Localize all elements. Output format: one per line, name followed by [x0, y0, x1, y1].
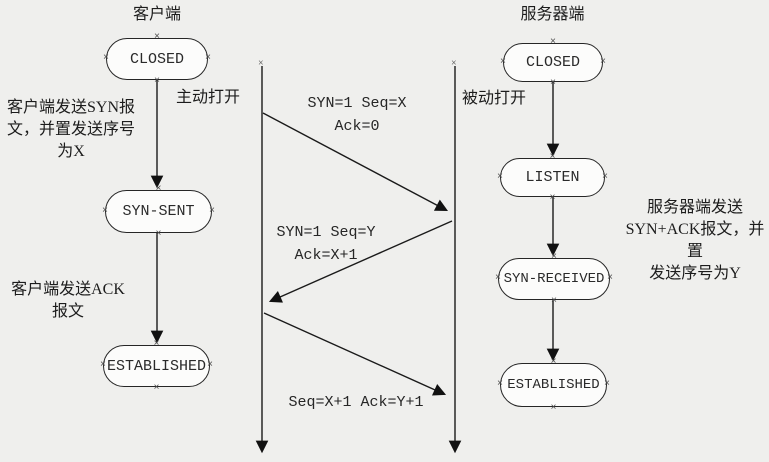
connection-point-marker	[155, 185, 163, 193]
connection-point-marker	[206, 361, 214, 369]
server-column-title: 服务器端	[520, 6, 585, 23]
client-state-established: ESTABLISHED	[103, 345, 210, 387]
client-column-title: 客户端	[132, 6, 181, 23]
server-state-closed: CLOSED	[503, 43, 603, 82]
connection-point-marker	[204, 54, 212, 62]
connection-point-marker	[599, 58, 607, 66]
client-state-closed: CLOSED	[106, 38, 208, 80]
server-state-syn-received: SYN-RECEIVED	[498, 258, 610, 300]
state-label: SYN-SENT	[122, 203, 195, 220]
server-state-listen: LISTEN	[500, 158, 605, 197]
client-syn-note: 客户端发送SYN报 文，并置发送序号 为X	[6, 99, 135, 160]
state-label: CLOSED	[525, 54, 580, 71]
connection-point-marker	[153, 33, 161, 41]
connection-point-marker	[496, 173, 504, 181]
connection-point-marker	[549, 79, 557, 87]
server-passive-open-label: 被动打开	[462, 90, 527, 107]
connection-point-marker	[550, 253, 558, 261]
connection-point-marker	[102, 54, 110, 62]
message-label-syn: SYN=1 Seq=X Ack=0	[307, 95, 407, 135]
server-state-established: ESTABLISHED	[500, 363, 607, 407]
state-label: CLOSED	[129, 50, 184, 68]
client-active-open-label: 主动打开	[176, 89, 241, 106]
connection-point-marker	[494, 274, 502, 282]
message-arrow-synack	[268, 220, 453, 303]
connection-point-marker	[550, 404, 558, 412]
connection-point-marker	[451, 59, 457, 69]
connection-point-marker	[550, 297, 558, 305]
connection-point-marker	[153, 384, 161, 392]
client-state-syn-sent: SYN-SENT	[105, 190, 212, 233]
message-label-ack: Seq=X+1 Ack=Y+1	[288, 394, 424, 411]
connection-point-marker	[499, 58, 507, 66]
connection-point-marker	[550, 358, 558, 366]
connection-point-marker	[601, 173, 609, 181]
message-arrow-ack	[263, 312, 447, 396]
connection-point-marker	[603, 380, 611, 388]
state-label: ESTABLISHED	[106, 357, 207, 375]
connection-point-marker	[153, 340, 161, 348]
message-arrow-syn	[262, 112, 449, 212]
connection-point-marker	[99, 361, 107, 369]
state-label: ESTABLISHED	[507, 377, 600, 393]
connection-point-marker	[549, 38, 557, 46]
server-synack-note: 服务器端发送 SYN+ACK报文，并置 发送序号为Y	[625, 199, 765, 282]
connection-point-marker	[549, 153, 557, 161]
connection-point-marker	[153, 77, 161, 85]
connection-point-marker	[101, 207, 109, 215]
connection-point-marker	[496, 380, 504, 388]
connection-point-marker	[208, 207, 216, 215]
connection-point-marker	[549, 194, 557, 202]
connection-point-marker	[155, 230, 163, 238]
state-label: SYN-RECEIVED	[503, 271, 605, 287]
message-label-synack: SYN=1 Seq=Y Ack=X+1	[276, 224, 376, 264]
connection-point-marker	[258, 59, 264, 69]
client-ack-note: 客户端发送ACK 报文	[11, 281, 125, 320]
state-label: LISTEN	[525, 169, 580, 186]
connection-point-marker	[606, 274, 614, 282]
